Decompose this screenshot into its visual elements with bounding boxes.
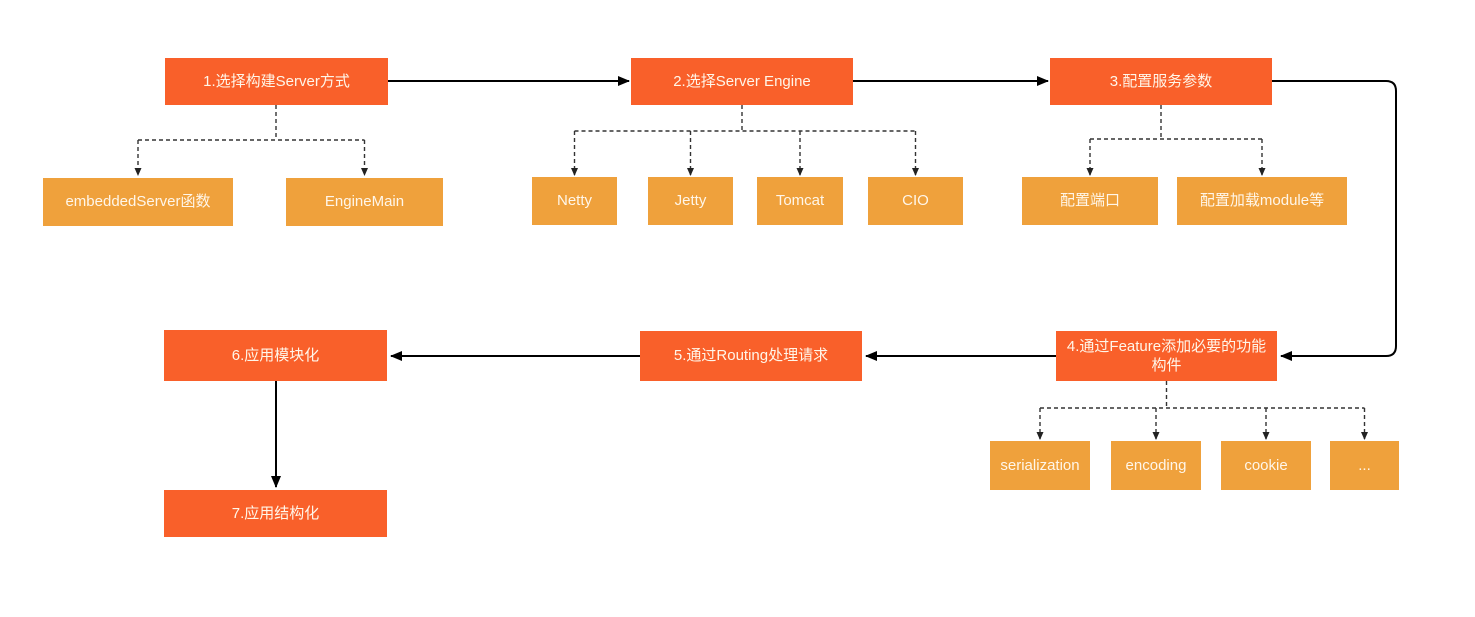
node-tomcat: Tomcat xyxy=(757,177,843,225)
node-step4: 4.通过Feature添加必要的功能构件 xyxy=(1056,331,1277,381)
node-cio: CIO xyxy=(868,177,963,225)
node-more: ... xyxy=(1330,441,1399,490)
node-step5: 5.通过Routing处理请求 xyxy=(640,331,862,381)
node-config-port: 配置端口 xyxy=(1022,177,1158,225)
node-enginemain: EngineMain xyxy=(286,178,443,226)
node-step2: 2.选择Server Engine xyxy=(631,58,853,105)
node-jetty: Jetty xyxy=(648,177,733,225)
dashed-rail-step4 xyxy=(1040,381,1365,409)
node-serialization: serialization xyxy=(990,441,1090,490)
node-encoding: encoding xyxy=(1111,441,1201,490)
dashed-rail-step2 xyxy=(574,105,916,132)
node-embeddedserver: embeddedServer函数 xyxy=(43,178,233,226)
dashed-rail-step1 xyxy=(138,105,365,141)
node-netty: Netty xyxy=(532,177,617,225)
node-step1: 1.选择构建Server方式 xyxy=(165,58,388,105)
node-step3: 3.配置服务参数 xyxy=(1050,58,1272,105)
node-config-module: 配置加载module等 xyxy=(1177,177,1347,225)
node-step6: 6.应用模块化 xyxy=(164,330,387,381)
node-step7: 7.应用结构化 xyxy=(164,490,387,537)
dashed-rail-step3 xyxy=(1090,105,1262,140)
arrow-step3-to-step4-loop xyxy=(1272,80,1397,361)
node-cookie: cookie xyxy=(1221,441,1311,490)
